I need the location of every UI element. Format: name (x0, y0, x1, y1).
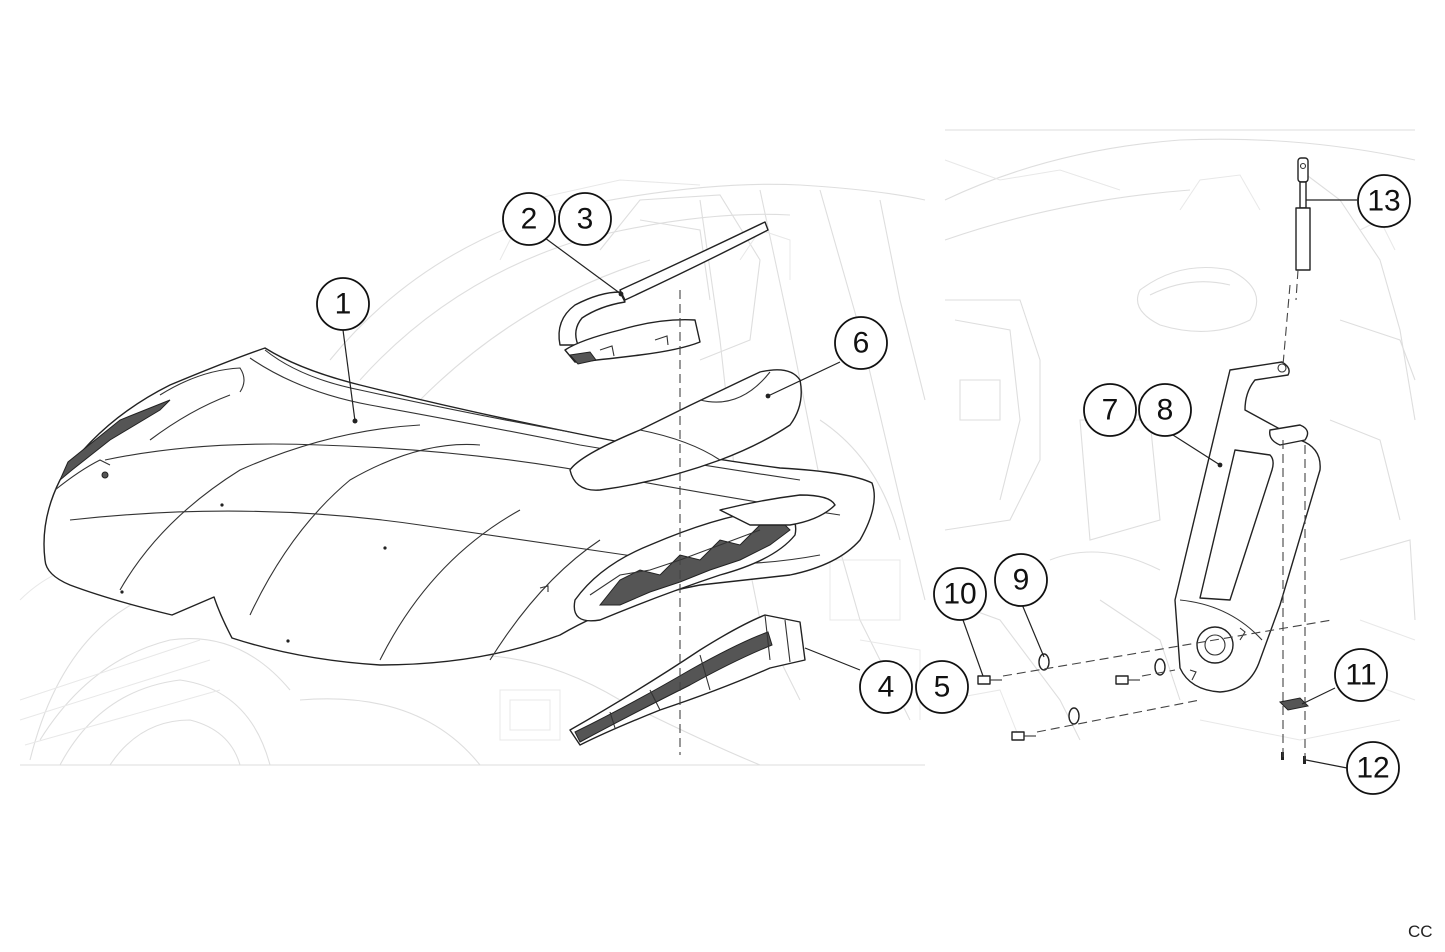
callout-5: 5 (915, 660, 969, 714)
callout-1-label: 1 (335, 288, 352, 321)
background-vehicle-right (944, 129, 1416, 741)
callout-2-label: 2 (521, 203, 538, 236)
callout-9: 9 (994, 553, 1048, 607)
callout-2: 2 (502, 192, 556, 246)
callout-10: 10 (933, 567, 987, 621)
hinge-bracket-part (1174, 361, 1321, 693)
callout-13-label: 13 (1367, 185, 1400, 218)
callout-3: 3 (558, 192, 612, 246)
callout-1: 1 (316, 277, 370, 331)
fasteners (977, 653, 1310, 764)
side-seal-part (569, 614, 806, 746)
callout-11-label: 11 (1345, 659, 1376, 692)
callout-9-label: 9 (1013, 564, 1030, 597)
insulator-pad-part (569, 369, 802, 491)
callout-4-label: 4 (878, 671, 895, 704)
callout-7: 7 (1083, 383, 1137, 437)
callout-11: 11 (1334, 648, 1388, 702)
callout-4: 4 (859, 660, 913, 714)
leader-lines (342, 199, 1357, 769)
upper-seal-part (558, 221, 769, 365)
callout-6: 6 (834, 316, 888, 370)
callout-10-label: 10 (943, 578, 976, 611)
callout-6-label: 6 (853, 327, 870, 360)
callout-13: 13 (1357, 174, 1411, 228)
alignment-lines (679, 269, 1333, 760)
gas-strut-part (1295, 157, 1311, 271)
callout-12-label: 12 (1356, 752, 1389, 785)
callout-12: 12 (1346, 741, 1400, 795)
callout-8: 8 (1138, 383, 1192, 437)
callout-8-label: 8 (1157, 394, 1174, 427)
corner-mark: CC (1408, 922, 1433, 941)
callout-3-label: 3 (577, 203, 594, 236)
callout-7-label: 7 (1102, 394, 1119, 427)
hood-part (43, 347, 875, 666)
callout-5-label: 5 (934, 671, 951, 704)
